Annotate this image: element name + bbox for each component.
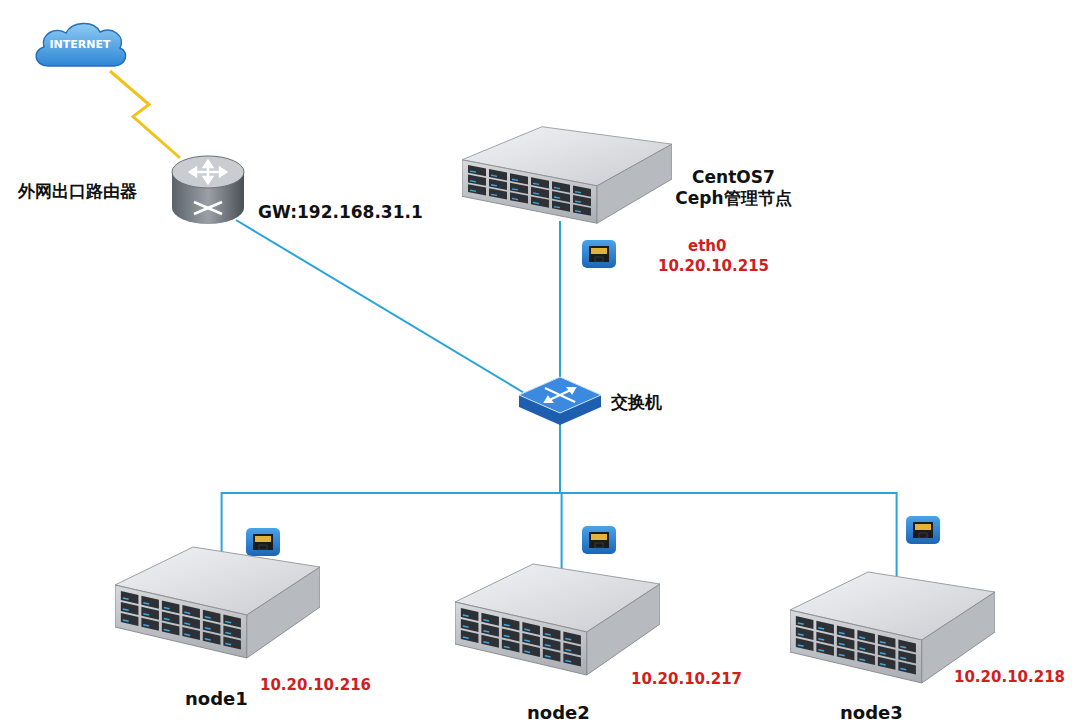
server-node: CentOS7 Ceph管理节点eth010.20.10.215: [462, 125, 672, 225]
ip-label: 10.20.10.215: [658, 257, 769, 275]
server-node: node210.20.10.217: [455, 562, 660, 677]
node-label: GW:192.168.31.1: [258, 202, 423, 222]
node-label: node3: [840, 702, 903, 723]
server-icon: [115, 545, 320, 660]
node-label: node2: [527, 702, 590, 723]
switch-icon: [515, 373, 605, 428]
server-icon: [462, 125, 672, 225]
ip-label: 10.20.10.217: [631, 670, 742, 688]
wan-link: [110, 71, 180, 158]
server-node: node310.20.10.218: [790, 570, 995, 685]
sw-node: 交换机: [515, 373, 605, 428]
ethernet-port-icon: [246, 528, 280, 556]
server-icon: [455, 562, 660, 677]
network-cable: [236, 220, 523, 392]
node-label: INTERNET: [30, 38, 130, 51]
node-label: node1: [185, 688, 248, 709]
ip-label: eth0: [688, 237, 726, 255]
router-node: 外网出口路由器GW:192.168.31.1: [168, 150, 248, 230]
ip-label: 10.20.10.216: [260, 676, 371, 694]
node-label: 外网出口路由器: [18, 180, 137, 203]
ethernet-port-icon: [582, 240, 616, 268]
server-node: node110.20.10.216: [115, 545, 320, 660]
node-label: CentOS7 Ceph管理节点: [666, 167, 801, 210]
ethernet-port-icon: [582, 526, 616, 554]
router-icon: [168, 150, 248, 230]
node-label: 交换机: [611, 391, 662, 414]
ip-label: 10.20.10.218: [954, 668, 1065, 686]
server-icon: [790, 570, 995, 685]
network-cable: [222, 424, 560, 559]
ethernet-port-icon: [906, 516, 940, 544]
network-cable: [560, 424, 897, 584]
cloud-node: INTERNET: [30, 18, 130, 73]
network-cable: [559, 221, 561, 377]
